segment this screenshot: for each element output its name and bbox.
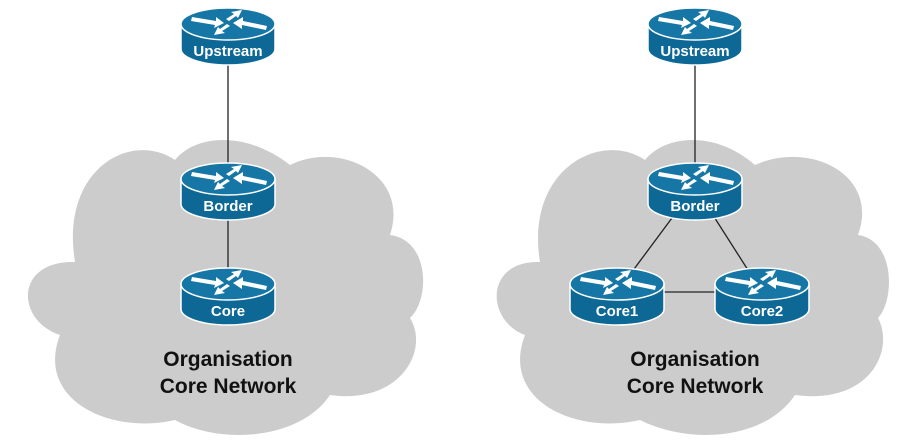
router-label: Core bbox=[211, 303, 245, 320]
router-label: Upstream bbox=[193, 43, 262, 60]
router-label: Core1 bbox=[596, 303, 639, 320]
router-dual-core-border: Border bbox=[647, 162, 743, 221]
cloud-label-left-line1: Organisation bbox=[163, 348, 293, 371]
router-label: Border bbox=[670, 198, 719, 215]
router-single-core-core: Core bbox=[180, 267, 276, 326]
cloud-label-right-line2: Core Network bbox=[627, 375, 764, 398]
cloud-right bbox=[496, 140, 889, 435]
router-label: Border bbox=[203, 198, 252, 215]
router-label: Core2 bbox=[741, 303, 784, 320]
router-single-core-upstream: Upstream bbox=[180, 7, 276, 66]
router-single-core-border: Border bbox=[180, 162, 276, 221]
router-dual-core-core1: Core1 bbox=[569, 267, 665, 326]
cloud-label-right-line1: Organisation bbox=[630, 348, 760, 371]
cloud-label-left-line2: Core Network bbox=[160, 375, 297, 398]
router-dual-core-upstream: Upstream bbox=[647, 7, 743, 66]
router-label: Upstream bbox=[660, 43, 729, 60]
router-dual-core-core2: Core2 bbox=[714, 267, 810, 326]
